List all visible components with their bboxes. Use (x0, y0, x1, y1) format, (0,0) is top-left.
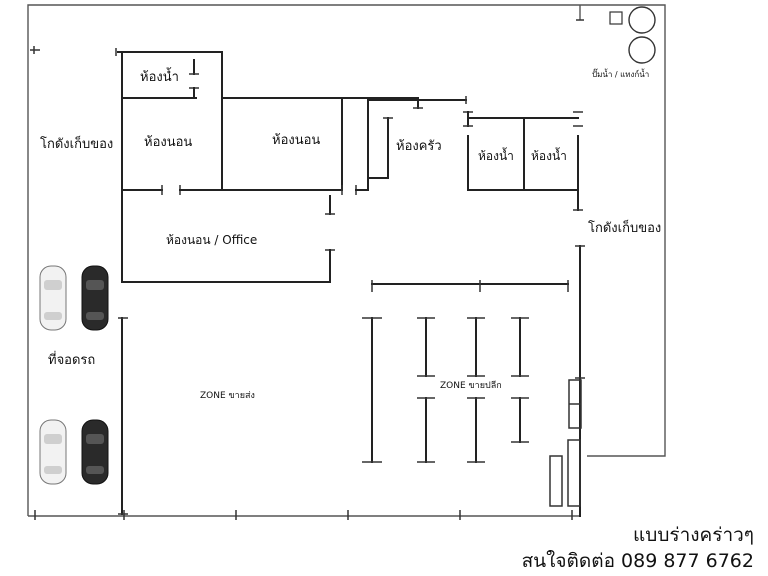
label-bedroom-2: ห้องนอน (272, 133, 320, 148)
label-parking: ที่จอดรถ (48, 351, 95, 368)
bathroom-pair-walls (463, 111, 583, 211)
label-bedroom-office: ห้องนอน / Office (166, 233, 257, 247)
parking-divider (118, 317, 128, 515)
outer-boundary (27, 4, 666, 517)
label-warehouse-left: โกดังเก็บของ (40, 134, 113, 152)
car-white-bottom-icon (39, 419, 67, 485)
car-black-top-icon (81, 265, 109, 331)
label-bathroom-3: ห้องน้ำ (531, 147, 567, 163)
water-tank-icon (609, 6, 656, 64)
label-bedroom-1: ห้องนอน (144, 135, 192, 150)
top-room-walls (115, 48, 467, 283)
label-kitchen: ห้องครัว (396, 139, 442, 154)
label-pump-tank: ปั๊มน้ำ / แทงก์น้ำ (592, 68, 649, 79)
checkout-counter (549, 379, 582, 507)
label-bathroom-2: ห้องน้ำ (478, 147, 514, 163)
label-bathroom-top: ห้องน้ำ (140, 67, 179, 85)
retail-top-wall (371, 280, 569, 292)
retail-shelves (362, 317, 529, 463)
footer-contact: สนใจติดต่อ 089 877 6762 (521, 550, 754, 572)
footer-note: แบบร่างคร่าวๆ (633, 524, 754, 546)
bottom-wall-ticks (34, 510, 573, 520)
label-warehouse-right: โกดังเก็บของ (588, 218, 661, 236)
label-zone-retail: ZONE ขายปลีก (440, 380, 502, 391)
label-zone-wholesale: ZONE ขายส่ง (200, 391, 255, 401)
car-white-top-icon (39, 265, 67, 331)
car-black-bottom-icon (81, 419, 109, 485)
